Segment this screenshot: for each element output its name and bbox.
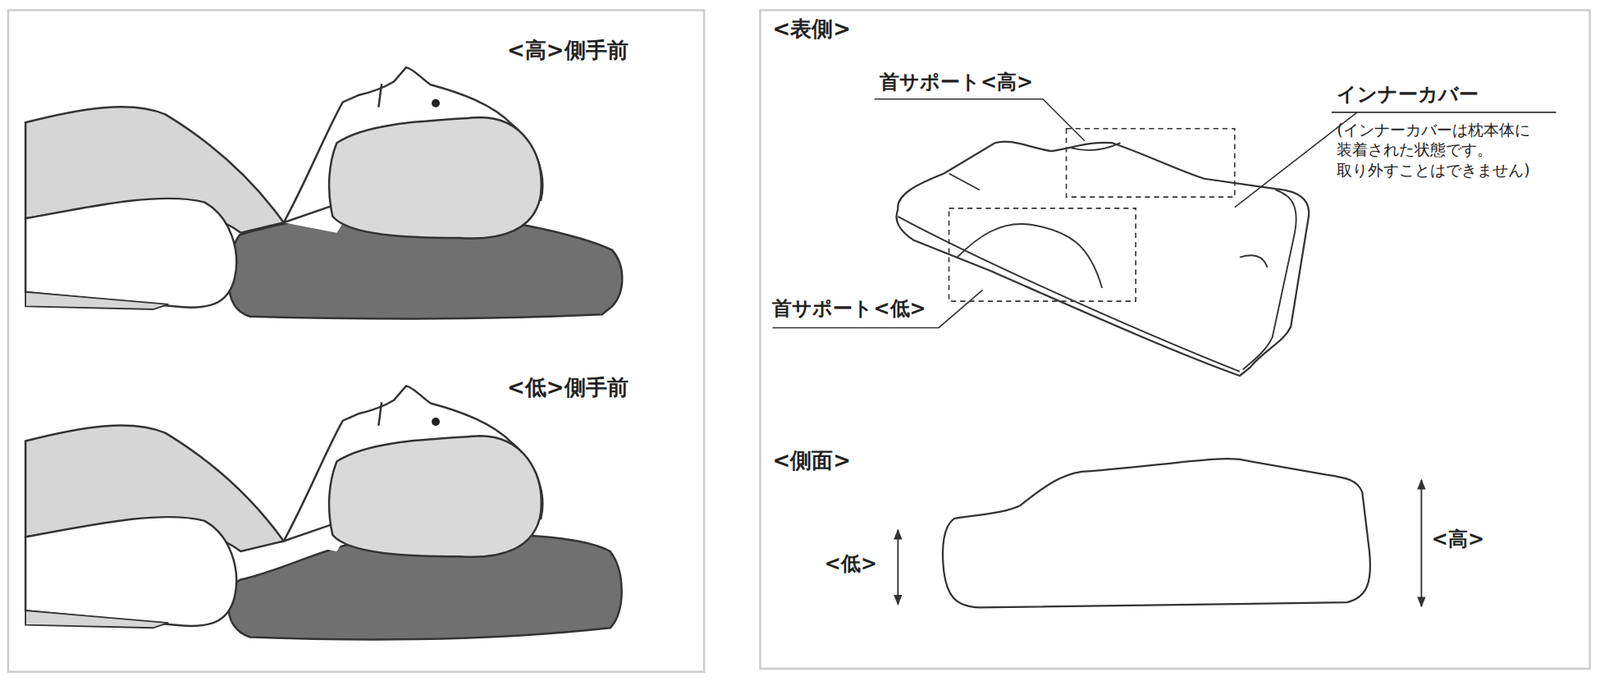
view-heading: <低>側手前 xyxy=(507,375,629,401)
sleeper xyxy=(25,385,543,628)
part-name: 首サポート<高> xyxy=(879,71,1034,95)
right-panel xyxy=(759,9,1590,669)
pillow-side-view xyxy=(942,458,1371,608)
left-panel xyxy=(8,9,704,672)
neck-support-low-curve xyxy=(957,224,1103,288)
part-name: 首サポート<低> xyxy=(772,297,926,321)
leader-line xyxy=(874,99,1085,142)
leader-line xyxy=(772,289,983,328)
pillow-edge xyxy=(897,189,1296,371)
dashed-box-low xyxy=(949,208,1137,302)
section-heading: <表側> xyxy=(772,17,851,42)
part-name: インナーカバー xyxy=(1336,83,1479,107)
dimension-label: <高> xyxy=(1431,528,1485,552)
dimension-label: <低> xyxy=(824,553,878,576)
section-heading: <側面> xyxy=(772,448,851,474)
pillow-top-view xyxy=(896,141,1310,375)
view-heading: <高>側手前 xyxy=(507,38,629,64)
dashed-box-high xyxy=(1066,128,1235,197)
height-arrow xyxy=(896,530,899,605)
note: (インナーカバーは枕本体に 装着された状態です。 取り外すことはできません) xyxy=(1336,119,1574,181)
crease xyxy=(949,142,1268,268)
sleeper xyxy=(25,67,543,310)
height-arrow xyxy=(1420,480,1422,607)
